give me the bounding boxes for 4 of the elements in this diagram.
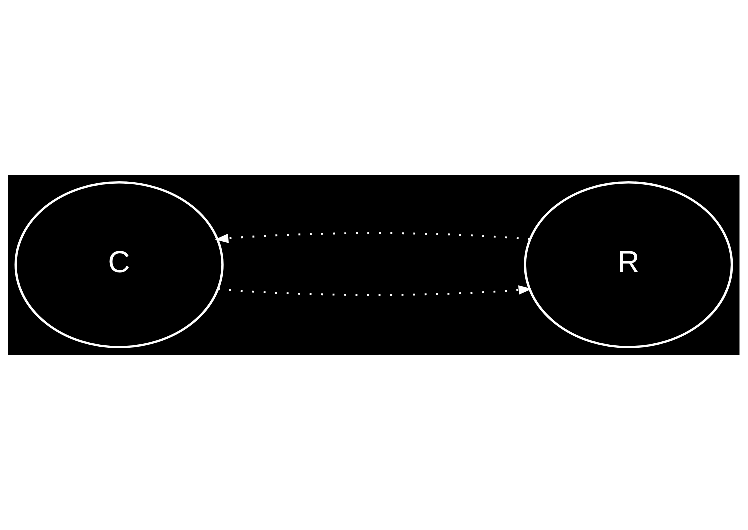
node-ellipse: C — [14, 182, 224, 348]
arrow — [218, 286, 532, 296]
arrow — [215, 232, 530, 244]
node-ellipse: R — [524, 182, 734, 348]
